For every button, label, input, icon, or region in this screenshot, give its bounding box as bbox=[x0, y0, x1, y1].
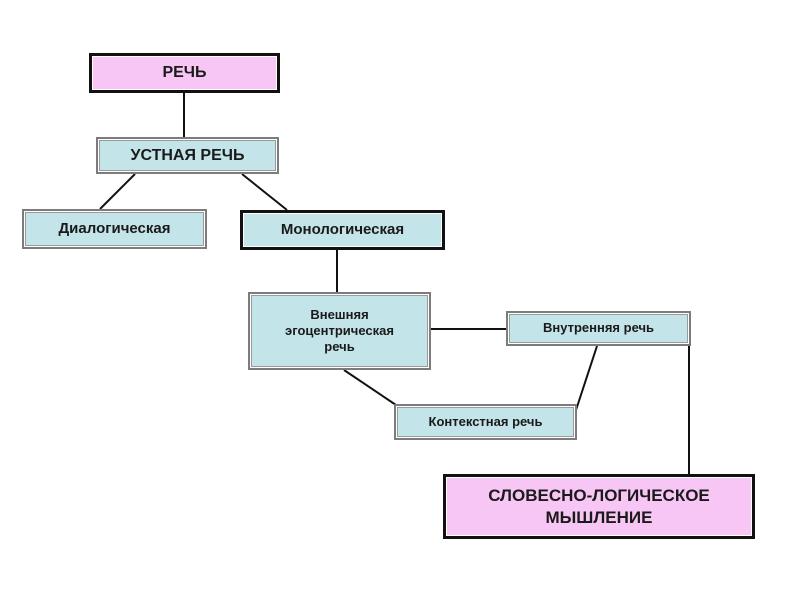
line-egocentric-to-contextual bbox=[343, 369, 397, 406]
node-verbal-logical-thinking: СЛОВЕСНО-ЛОГИЧЕСКОЕ МЫШЛЕНИЕ bbox=[443, 474, 755, 539]
line-oral-to-dialogic bbox=[99, 173, 136, 210]
node-inner-speech: Внутренняя речь bbox=[506, 311, 691, 346]
node-egocentric-speech: Внешняя эгоцентрическая речь bbox=[248, 292, 431, 370]
node-monologic-speech: Монологическая bbox=[240, 210, 445, 250]
node-oral-speech: УСТНАЯ РЕЧЬ bbox=[96, 137, 279, 174]
node-dialogic-speech: Диалогическая bbox=[22, 209, 207, 249]
line-inner-to-contextual bbox=[575, 345, 598, 411]
line-oral-to-monologic bbox=[241, 173, 288, 211]
node-speech: РЕЧЬ bbox=[89, 53, 280, 93]
node-contextual-speech: Контекстная речь bbox=[394, 404, 577, 440]
